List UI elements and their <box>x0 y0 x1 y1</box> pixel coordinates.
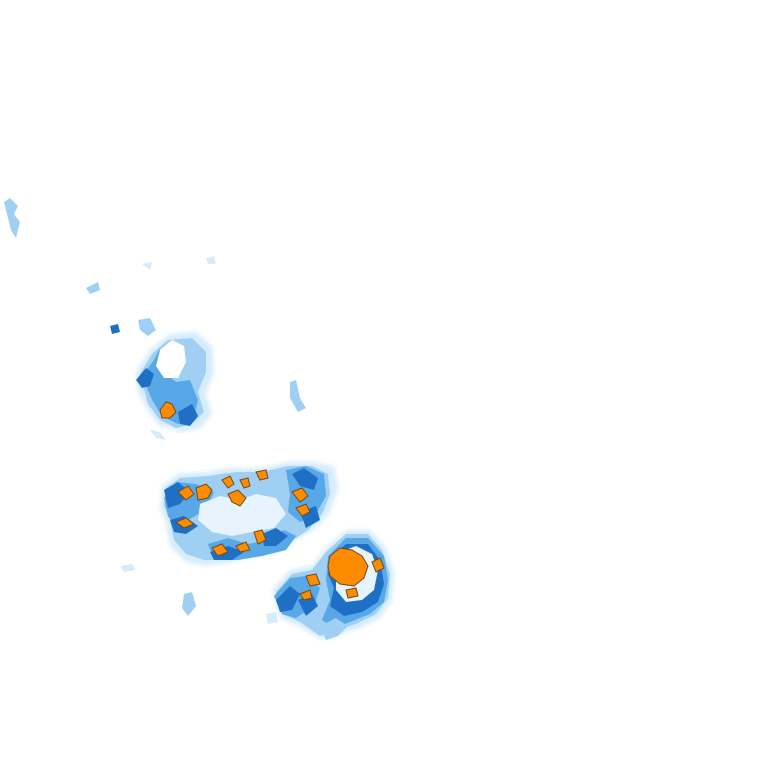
echo-speck-small <box>142 262 152 270</box>
echo-speck-small <box>86 282 100 294</box>
scattered-light-echoes <box>4 198 306 624</box>
storm-cell-southeast <box>272 530 394 640</box>
echo-speck-small <box>206 256 216 264</box>
echo-speck-small <box>266 612 278 624</box>
storm-cluster-central <box>160 462 338 566</box>
echo-speck-west-edge <box>4 198 20 238</box>
echo-speck-small <box>138 318 156 336</box>
echo-speck-dot <box>110 324 120 334</box>
echo-speck-small <box>120 564 136 572</box>
echo-speck-small <box>182 592 196 616</box>
echo-streak-thin <box>290 380 306 412</box>
storm-cell-north <box>136 332 214 440</box>
